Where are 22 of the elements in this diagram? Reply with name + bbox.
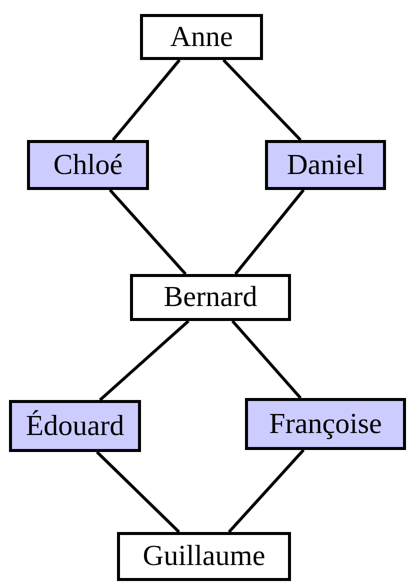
connector-line (112, 59, 181, 141)
name-box (117, 532, 291, 581)
connector-line (99, 320, 190, 402)
person-name: Édouard (26, 412, 124, 440)
person-name: Françoise (269, 410, 382, 438)
person-name: Chloé (53, 150, 123, 180)
connector-line (234, 189, 305, 275)
connector-line (96, 450, 180, 534)
connector-line (231, 320, 302, 399)
connector-line (222, 58, 302, 142)
name-box (140, 14, 263, 60)
name-box (9, 400, 141, 452)
name-box (245, 398, 406, 450)
person-name: Daniel (286, 150, 364, 180)
connector-line (228, 449, 305, 533)
person-name: Anne (170, 22, 233, 52)
person-name: Guillaume (142, 542, 266, 571)
name-box (27, 140, 149, 190)
name-box (130, 274, 291, 321)
name-box (265, 140, 386, 190)
connector-line (108, 189, 187, 275)
person-name: Bernard (164, 283, 258, 312)
